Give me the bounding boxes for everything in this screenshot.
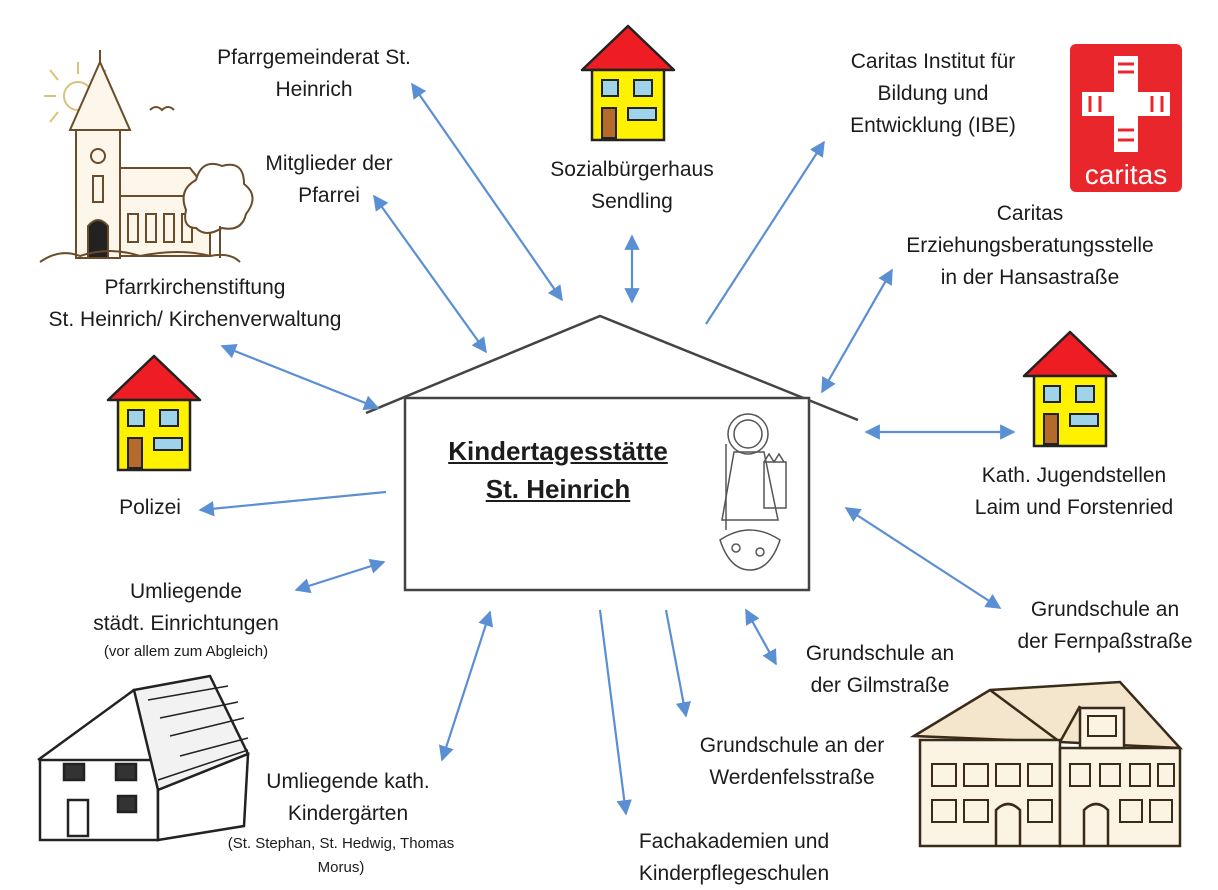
- house-icon-sozialbuergerhaus: [580, 24, 676, 142]
- label-line: Kindergärten: [287, 802, 409, 825]
- label-gs-gilm: Grundschule an der Gilmstraße: [772, 638, 988, 702]
- arrow-caritas-ibe: [705, 140, 825, 325]
- label-line: Entwicklung (IBE): [850, 114, 1016, 137]
- label-line: der Fernpaßstraße: [1017, 630, 1193, 653]
- kita-title-line2: St. Heinrich: [485, 474, 631, 504]
- church-drawing: [39, 50, 254, 263]
- sketch-house-drawing: [37, 674, 250, 842]
- label-caritas-ibe: Caritas Institut für Bildung und Entwick…: [818, 46, 1048, 142]
- label-line: Laim und Forstenried: [974, 496, 1174, 519]
- label-jugendstellen: Kath. Jugendstellen Laim und Forstenried: [938, 460, 1210, 524]
- label-line: Pfarrei: [298, 184, 360, 207]
- label-line: St. Heinrich/ Kirchenverwaltung: [48, 308, 342, 331]
- label-line: Umliegende kath.: [266, 770, 430, 793]
- label-note: Morus): [317, 859, 365, 876]
- label-note: (St. Stephan, St. Hedwig, Thomas: [227, 835, 455, 852]
- label-line: Caritas: [996, 202, 1064, 225]
- label-line: Polizei: [119, 496, 181, 519]
- school-building-drawing: [909, 680, 1183, 848]
- arrow-umliegende-staedt: [294, 558, 386, 594]
- label-line: Grundschule an: [1030, 598, 1180, 621]
- label-line: der Gilmstraße: [810, 674, 950, 697]
- label-pfarrgemeinderat: Pfarrgemeinderat St. Heinrich: [196, 42, 432, 106]
- label-note: (vor allem zum Abgleich): [103, 643, 269, 660]
- label-pfarrkirchenstiftung: Pfarrkirchenstiftung St. Heinrich/ Kirch…: [4, 272, 386, 336]
- label-line: Mitglieder der: [265, 152, 393, 175]
- arrow-gs-fernpass: [844, 507, 1002, 609]
- label-line: Caritas Institut für: [850, 50, 1016, 73]
- label-polizei: Polizei: [100, 492, 200, 524]
- label-line: Umliegende: [129, 580, 243, 603]
- label-umliegende-staedt: Umliegende städt. Einrichtungen (vor all…: [58, 576, 314, 664]
- label-line: in der Hansastraße: [940, 266, 1120, 289]
- label-line: Werdenfelsstraße: [709, 766, 875, 789]
- arrow-mitglieder: [373, 194, 487, 354]
- label-umliegende-kath-note: (St. Stephan, St. Hedwig, Thomas Morus): [166, 832, 516, 880]
- kita-house-outline: [365, 314, 859, 592]
- kita-title: Kindertagesstätte St. Heinrich: [408, 432, 708, 508]
- caritas-logo-text: caritas: [1085, 159, 1167, 190]
- arrow-fachakademien: [598, 609, 632, 816]
- label-line: Bildung und: [877, 82, 989, 105]
- label-line: Grundschule an der: [699, 734, 885, 757]
- label-mitglieder: Mitglieder der Pfarrei: [232, 148, 426, 212]
- house-icon-jugendstellen: [1022, 330, 1118, 448]
- label-gs-fernpass: Grundschule an der Fernpaßstraße: [992, 594, 1218, 658]
- arrow-pfarrgemeinderat: [411, 82, 563, 302]
- label-fachakademien: Fachakademien und Kinderpflegeschulen: [606, 826, 862, 890]
- caritas-logo: [1070, 44, 1182, 192]
- label-line: Fachakademien und: [638, 830, 830, 853]
- arrow-pfarrkirchenstiftung: [220, 343, 380, 411]
- label-line: städt. Einrichtungen: [93, 612, 279, 635]
- kita-title-line1: Kindertagesstätte: [448, 436, 668, 466]
- label-line: Heinrich: [275, 78, 353, 101]
- label-line: Sendling: [591, 190, 673, 213]
- label-sozialbuergerhaus: Sozialbürgerhaus Sendling: [522, 154, 742, 218]
- label-line: Pfarrgemeinderat St.: [217, 46, 411, 69]
- label-line: Kath. Jugendstellen: [981, 464, 1167, 487]
- label-line: Grundschule an: [805, 642, 955, 665]
- arrow-caritas-erziehung: [821, 268, 893, 394]
- arrow-gs-gilm: [745, 608, 777, 666]
- label-caritas-erziehung: Caritas Erziehungsberatungsstelle in der…: [870, 198, 1190, 294]
- saint-figure-sketch: [719, 413, 787, 571]
- label-line: Kinderpflegeschulen: [638, 862, 830, 885]
- label-line: Erziehungsberatungsstelle: [906, 234, 1154, 257]
- label-line: Pfarrkirchenstiftung: [104, 276, 286, 299]
- house-icon-polizei: [106, 354, 202, 472]
- arrow-polizei: [198, 490, 387, 517]
- label-gs-werdenfels: Grundschule an der Werdenfelsstraße: [664, 730, 920, 794]
- arrow-umliegende-kath: [438, 610, 494, 762]
- arrow-gs-werdenfels: [664, 609, 691, 718]
- label-umliegende-kath: Umliegende kath. Kindergärten: [226, 766, 470, 830]
- label-line: Sozialbürgerhaus: [550, 158, 714, 181]
- relation-arrows: [198, 82, 1016, 816]
